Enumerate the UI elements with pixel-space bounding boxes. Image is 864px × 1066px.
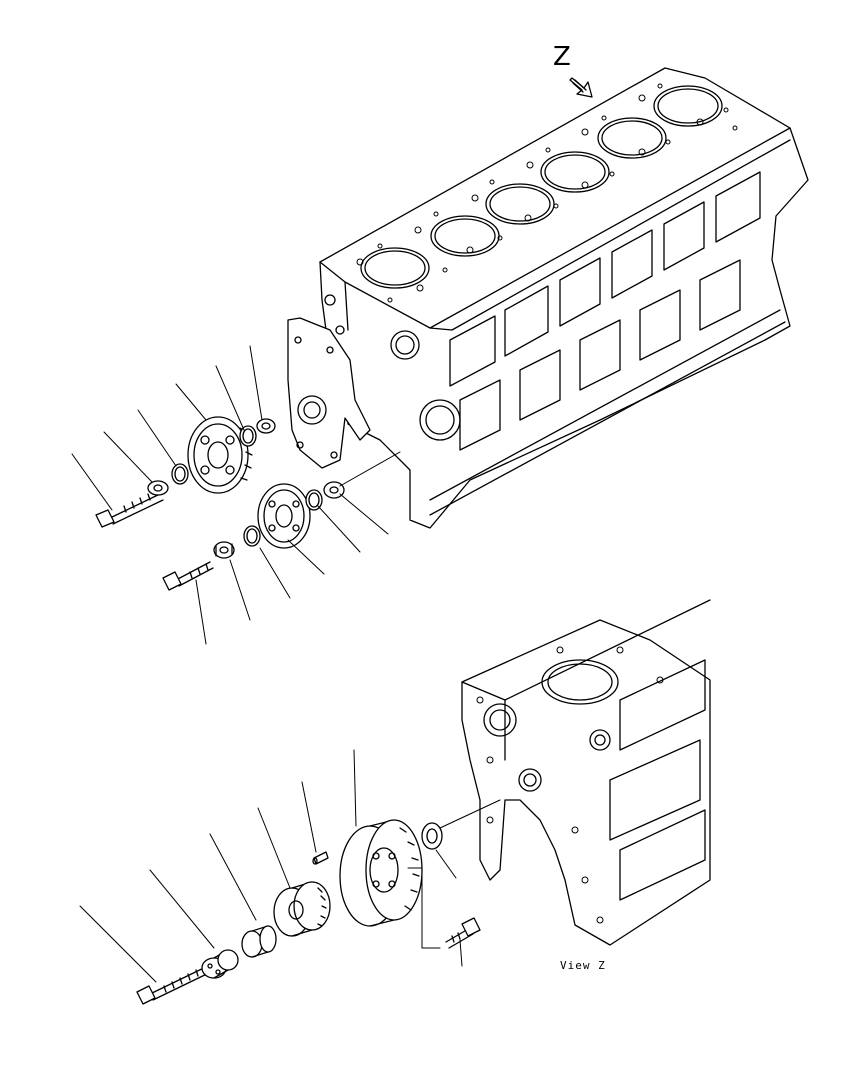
washer-c (421, 822, 443, 850)
bushing (241, 925, 277, 958)
washer-a1 (147, 480, 169, 496)
idler-gear-b (257, 483, 311, 549)
upper-leader-lines (71, 345, 389, 645)
flange-bolt-c (136, 964, 214, 1005)
view-direction-arrow-icon (569, 77, 593, 98)
assembly-line-upper (339, 451, 401, 487)
washer-b1 (213, 541, 235, 559)
washer-a2 (256, 418, 276, 434)
dowel-pin (312, 851, 329, 865)
thrust-ring-a1 (171, 463, 189, 485)
upper-idler-set-a (95, 416, 276, 528)
thrust-ring-b2 (305, 489, 323, 511)
lower-assembly (136, 799, 501, 1005)
deck-bolt-holes (356, 83, 738, 303)
lower-leader-lines (79, 749, 463, 983)
flange-bolt-d (445, 917, 481, 949)
view-arrow-letter: Z (553, 42, 571, 72)
gear-c (273, 881, 331, 937)
thrust-ring-a2 (239, 425, 257, 447)
flange-bolt-a (95, 493, 164, 528)
upper-idler-set-b (162, 481, 345, 591)
view-arrow-z: Z (553, 42, 593, 98)
idler-gear-c (339, 819, 423, 927)
side-wall-bays (449, 171, 761, 451)
front-gear-case-plate (287, 317, 371, 469)
thrust-ring-b1 (243, 525, 261, 547)
view-z-block-fragment (461, 599, 711, 946)
flange-bolt-b (162, 561, 214, 591)
washer-b2 (323, 481, 345, 499)
cap (201, 949, 239, 979)
cylinder-bores (360, 85, 723, 289)
cylinder-block (319, 67, 809, 529)
view-z-caption: View Z (560, 959, 606, 972)
